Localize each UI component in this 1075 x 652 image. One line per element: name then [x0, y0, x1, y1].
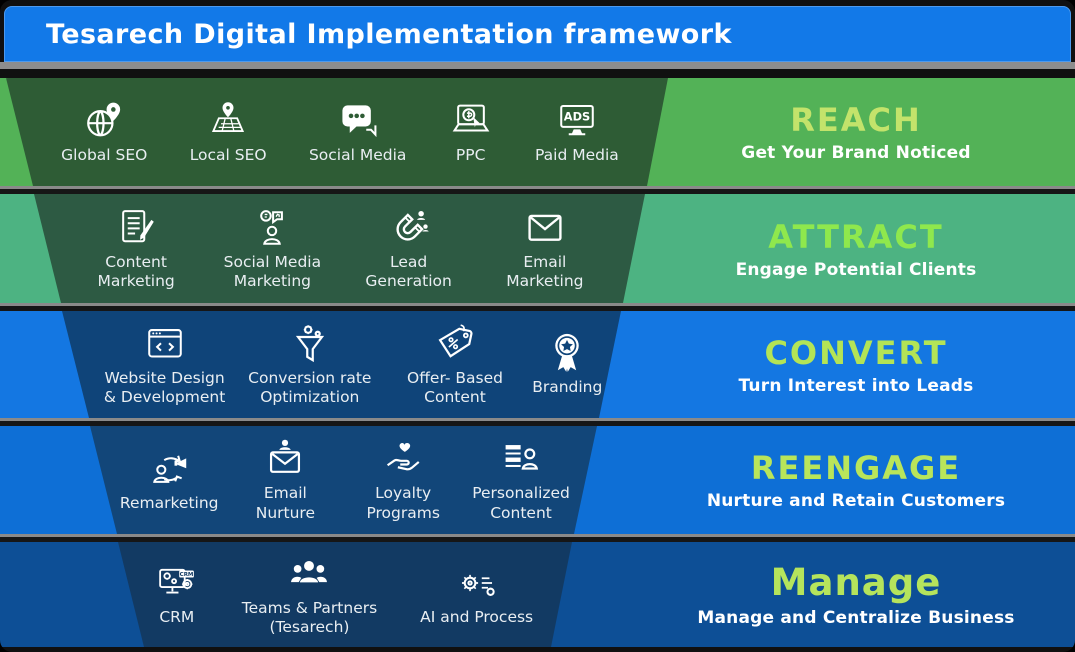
items-group: Global SEO Local SEO Social Media PPC AD… [40, 78, 640, 186]
funnel-item: Social Media [309, 99, 406, 165]
row-separator [0, 534, 1075, 542]
funnel-rows: Global SEO Local SEO Social Media PPC AD… [0, 78, 1075, 647]
stage-label-group: REACH Get Your Brand Noticed [655, 78, 1057, 186]
personalized-content-icon [499, 437, 543, 481]
item-label: Social Media Marketing [223, 252, 322, 290]
item-label: Branding [532, 378, 603, 397]
map-pin-icon [206, 99, 250, 143]
item-label: Global SEO [61, 145, 148, 164]
funnel-item: Teams & Partners (Tesarech) [228, 552, 390, 638]
page-title: Tesarech Digital Implementation framewor… [46, 18, 732, 50]
item-label: Paid Media [535, 145, 619, 164]
row-separator [0, 186, 1075, 194]
funnel-item: Branding [532, 331, 602, 397]
svg-text:CRM: CRM [179, 572, 193, 578]
funnel-item: CRM CRM [155, 561, 199, 627]
items-group: Remarketing Email Nurture Loyalty Progra… [112, 426, 580, 534]
funnel-item: Remarketing [120, 447, 219, 513]
stage-subtitle: Turn Interest into Leads [738, 375, 974, 396]
chat-bubbles-icon [336, 99, 380, 143]
funnel-row-attract: Content Marketing Social Media Marketing… [0, 194, 1075, 303]
funnel-item: ADS Paid Media [535, 99, 619, 165]
magnet-icon [387, 206, 431, 250]
stage-title: ATTRACT [768, 217, 944, 256]
stage-label-group: CONVERT Turn Interest into Leads [655, 311, 1057, 418]
item-label: Conversion rate Optimization [248, 368, 372, 406]
item-label: Teams & Partners (Tesarech) [241, 598, 378, 636]
funnel-gear-icon [288, 322, 332, 366]
items-panel [6, 78, 668, 186]
items-panel [34, 194, 645, 303]
award-badge-icon [545, 331, 589, 375]
item-label: Local SEO [189, 145, 267, 164]
stage-title: REACH [790, 101, 922, 139]
globe-pin-icon [82, 99, 126, 143]
stage-label-group: Manage Manage and Centralize Business [655, 542, 1057, 647]
funnel-item: Offer- Based Content [387, 322, 523, 408]
funnel-row-reengage: Remarketing Email Nurture Loyalty Progra… [0, 426, 1075, 534]
crm-monitor-icon: CRM [155, 561, 199, 605]
title-bar: Tesarech Digital Implementation framewor… [4, 6, 1071, 62]
funnel-item: Email Nurture [234, 437, 336, 523]
funnel-item: Social Media Marketing [216, 206, 328, 292]
stage-subtitle: Engage Potential Clients [735, 259, 977, 280]
item-label: Social Media [308, 145, 407, 164]
items-group: Content Marketing Social Media Marketing… [68, 194, 613, 303]
funnel-item: Content Marketing [80, 206, 192, 292]
stage-title: Manage [770, 561, 942, 604]
funnel-item: Global SEO [61, 99, 147, 165]
funnel-row-manage: CRM CRM Teams & Partners (Tesarech) AI a… [0, 542, 1075, 647]
remarketing-icon [147, 447, 191, 491]
hand-heart-icon [381, 437, 425, 481]
items-group: CRM CRM Teams & Partners (Tesarech) AI a… [140, 542, 548, 647]
funnel-item: Website Design & Development [97, 322, 233, 408]
funnel-row-reach: Global SEO Local SEO Social Media PPC AD… [0, 78, 1075, 186]
item-label: Offer- Based Content [407, 368, 503, 406]
items-panel [118, 542, 572, 647]
team-icon [287, 552, 331, 596]
funnel-item: Email Marketing [489, 206, 601, 292]
item-label: AI and Process [420, 608, 534, 627]
item-label: Remarketing [119, 493, 219, 512]
item-label: Personalized Content [472, 484, 570, 522]
item-label: Lead Generation [365, 252, 452, 290]
stage-label-group: REENGAGE Nurture and Retain Customers [655, 426, 1057, 534]
envelope-icon [523, 206, 567, 250]
browser-code-icon [143, 322, 187, 366]
ads-monitor-icon: ADS [555, 99, 599, 143]
person-bubble-icon [250, 206, 294, 250]
ppc-monitor-icon [449, 99, 493, 143]
funnel-item: AI and Process [420, 561, 533, 627]
item-label: Email Marketing [506, 252, 584, 290]
doc-pencil-icon [114, 206, 158, 250]
funnel-item: PPC [449, 99, 493, 165]
funnel-item: Lead Generation [353, 206, 465, 292]
row-separator [0, 418, 1075, 426]
item-label: PPC [455, 145, 486, 164]
price-tag-icon [433, 322, 477, 366]
funnel-item: Conversion rate Optimization [242, 322, 378, 408]
stage-label-group: ATTRACT Engage Potential Clients [655, 194, 1057, 303]
stage-title: CONVERT [764, 333, 948, 372]
stage-title: REENGAGE [750, 449, 962, 487]
row-separator [0, 303, 1075, 311]
items-group: Website Design & Development Conversion … [92, 311, 607, 418]
item-label: Website Design & Development [103, 368, 226, 406]
ai-process-icon [455, 561, 499, 605]
item-label: CRM [159, 608, 195, 627]
stage-subtitle: Get Your Brand Noticed [741, 143, 971, 163]
item-label: Content Marketing [97, 252, 175, 290]
funnel-item: Loyalty Programs [352, 437, 454, 523]
funnel-item: Personalized Content [470, 437, 572, 523]
svg-text:ADS: ADS [564, 109, 590, 123]
funnel-row-convert: Website Design & Development Conversion … [0, 311, 1075, 418]
funnel-item: Local SEO [190, 99, 267, 165]
item-label: Email Nurture [255, 484, 315, 522]
stage-subtitle: Manage and Centralize Business [697, 608, 1015, 628]
stage-subtitle: Nurture and Retain Customers [706, 491, 1006, 511]
envelope-person-icon [263, 437, 307, 481]
item-label: Loyalty Programs [366, 484, 440, 522]
title-separator [0, 62, 1075, 69]
